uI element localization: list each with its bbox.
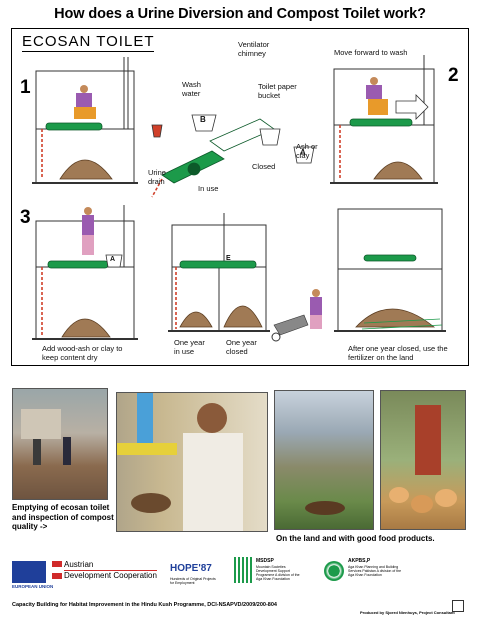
akpbs-logo-icon xyxy=(324,561,344,581)
ecosan-diagram-panel: ECOSAN TOILET xyxy=(11,28,469,366)
caption-land: On the land and with good food products. xyxy=(276,534,435,543)
urine-drain-pipe xyxy=(151,178,163,198)
photo-food-products xyxy=(380,390,466,530)
step-number-2: 2 xyxy=(448,65,459,86)
move-forward-arrow xyxy=(395,94,429,120)
akpbs-label: AKPBS,P xyxy=(348,558,371,564)
logo-strip: EUROPEAN UNION Austrian Development Coop… xyxy=(0,555,480,600)
label-ash-clay: Ash or clay xyxy=(296,142,318,160)
vault-letter-e: E xyxy=(226,255,231,262)
wash-water-bucket xyxy=(191,114,217,132)
bucket-letter-a: A xyxy=(300,148,306,157)
person-step2 xyxy=(366,77,388,115)
akpbs-sub: Aga Khan Planning and Building Services … xyxy=(348,565,402,577)
ash-clay-bucket xyxy=(293,146,315,164)
person-step1 xyxy=(74,85,96,119)
eu-flag-icon xyxy=(12,561,46,583)
compost-heap-step2 xyxy=(373,161,423,180)
label-closed: Closed xyxy=(252,162,276,171)
austrian-label: Austrian xyxy=(64,560,94,569)
photo-land xyxy=(274,390,374,530)
toilet-slab-vault xyxy=(179,260,257,269)
compost-heap-closed xyxy=(223,305,263,328)
step-number-3: 3 xyxy=(20,207,31,228)
adc-label: Development Cooperation xyxy=(64,570,157,580)
toilet-slab-emptying xyxy=(363,254,417,262)
label-toilet-paper: Toilet paper bucket xyxy=(258,82,297,100)
caption-emptying: Emptying of ecosan toilet and inspection… xyxy=(12,503,114,531)
red-jug xyxy=(151,124,163,138)
label-in-use: In use xyxy=(198,184,219,193)
label-ventilator: Ventilator chimney xyxy=(238,40,270,58)
footer-producer: Produced by Sjoerd Nienhuys, Project Con… xyxy=(360,610,455,615)
compost-heap-in-use xyxy=(179,311,213,328)
label-urine-drain: Urine drain xyxy=(148,168,166,186)
bucket-letter-b: B xyxy=(200,115,206,124)
page-title: How does a Urine Diversion and Compost T… xyxy=(54,6,426,22)
msdsp-logo-icon xyxy=(234,557,252,583)
photo-compost-inspection xyxy=(116,392,268,532)
label-after-one-year: After one year closed, use the fertilize… xyxy=(348,344,448,362)
hope-logo: HOPE'87 xyxy=(170,563,212,574)
toilet-slab-step2 xyxy=(349,118,413,127)
label-one-year-closed: One year closed xyxy=(226,338,257,356)
eu-label: EUROPEAN UNION xyxy=(12,584,54,589)
compost-heap-step1 xyxy=(59,159,113,180)
compost-heap-step3 xyxy=(61,318,111,338)
msdsp-label: MSDSP xyxy=(256,558,274,564)
austria-flag-icon xyxy=(52,561,62,579)
step1-toilet-house xyxy=(32,57,138,184)
house-icon xyxy=(452,600,464,612)
msdsp-sub: Mountain Societies Development Support P… xyxy=(256,565,300,581)
step-number-1: 1 xyxy=(20,77,31,98)
person-wheelbarrow xyxy=(271,289,322,342)
label-wash-water: Wash water xyxy=(182,80,201,98)
bucket-letter-a-step3: A xyxy=(110,256,116,263)
ash-bucket-step3 xyxy=(105,254,123,268)
toilet-slab-step1 xyxy=(45,122,103,131)
label-move-forward: Move forward to wash xyxy=(334,48,408,57)
hope-sub: Hundreds of Original Projects for Employ… xyxy=(170,577,216,585)
photo-emptying-toilet xyxy=(12,388,108,500)
ecosan-heading: ECOSAN TOILET xyxy=(22,33,155,52)
label-add-wood-ash: Add wood-ash or clay to keep content dry xyxy=(42,344,123,362)
ecosan-illustration xyxy=(32,55,446,342)
emptying-vault-structure xyxy=(334,208,446,332)
toilet-paper-bucket xyxy=(259,128,281,146)
toilet-slab-step3 xyxy=(47,260,109,269)
double-vault-structure xyxy=(168,213,270,332)
compost-heap-emptying xyxy=(355,308,436,328)
footer-programme: Capacity Building for Habitat Improvemen… xyxy=(12,602,277,608)
person-step3 xyxy=(82,207,94,255)
label-one-year-in-use: One year in use xyxy=(174,338,205,356)
